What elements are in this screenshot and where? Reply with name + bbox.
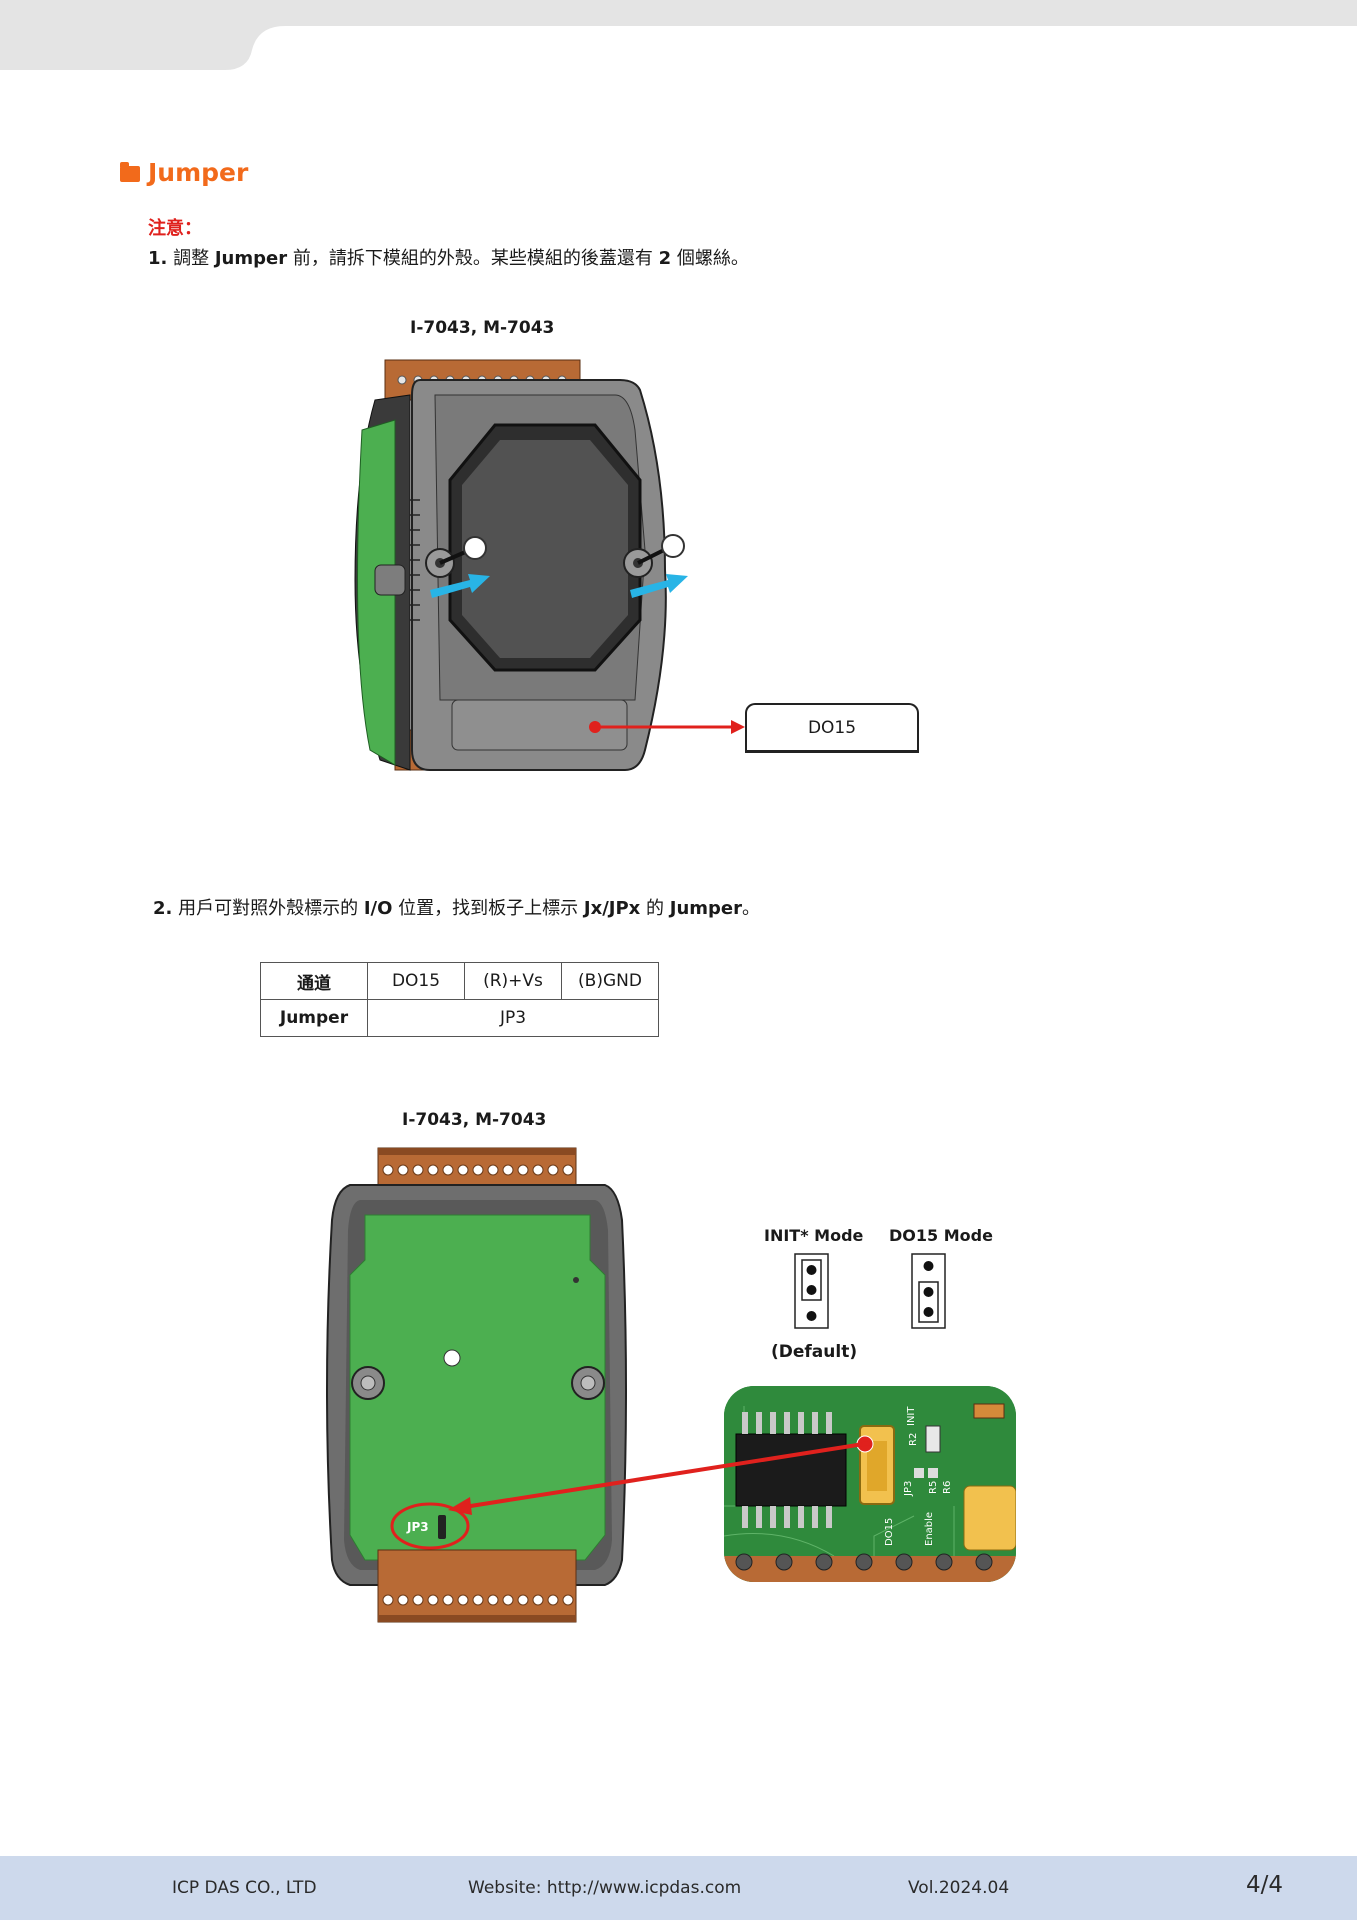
- jumper-mode-diagrams: [794, 1253, 946, 1329]
- step-2-text: 2. 用戶可對照外殼標示的 I/O 位置，找到板子上標示 Jx/JPx 的 Ju…: [153, 898, 760, 919]
- photo-init-label: INIT: [906, 1406, 917, 1426]
- init-mode-label: INIT* Mode: [764, 1226, 864, 1245]
- footer-company: ICP DAS CO., LTD: [172, 1878, 317, 1898]
- do15-callout-arrow: [589, 720, 745, 734]
- figure-2-title: I-7043, M-7043: [402, 1110, 547, 1130]
- pcb-closeup-photo: INIT JP3 R2 R5 R6 DO15 Enable: [724, 1386, 1016, 1582]
- table-cell: JP3: [367, 999, 659, 1037]
- table-row: 通道 DO15 (R)+Vs (B)GND: [260, 962, 659, 1000]
- do15-callout-label: DO15: [745, 703, 919, 753]
- do15-mode-label: DO15 Mode: [889, 1226, 993, 1245]
- module-housing-diagram: [354, 359, 688, 771]
- folder-icon: [120, 162, 140, 182]
- section-title: Jumper: [148, 158, 249, 187]
- page-footer: [0, 1856, 1357, 1920]
- board-jp3-label: JP3: [406, 1520, 429, 1534]
- photo-jp3-label: JP3: [903, 1481, 914, 1497]
- jp3-callout-arrow: [448, 1441, 870, 1515]
- footer-version: Vol.2024.04: [908, 1878, 1010, 1898]
- step-1-text: 1. 調整 Jumper 前，請拆下模組的外殼。某些模組的後蓋還有 2 個螺絲。: [148, 248, 749, 269]
- table-header-cell: 通道: [260, 962, 368, 1000]
- footer-page-number: 4/4: [1246, 1872, 1284, 1898]
- photo-r6-label: R6: [942, 1481, 953, 1494]
- table-header-cell: (R)+Vs: [464, 962, 562, 1000]
- table-header-cell: (B)GND: [561, 962, 659, 1000]
- table-row-label: Jumper: [260, 999, 368, 1037]
- note-label: 注意：: [148, 218, 202, 239]
- photo-r5-label: R5: [928, 1481, 939, 1494]
- photo-do15-label: DO15: [884, 1518, 895, 1546]
- header-band: [0, 0, 1357, 70]
- table-header-cell: DO15: [367, 962, 465, 1000]
- module-pcb-diagram: JP3: [326, 1147, 627, 1623]
- default-label: (Default): [771, 1342, 858, 1362]
- figure-1-title: I-7043, M-7043: [410, 318, 555, 338]
- footer-website: Website: http://www.icpdas.com: [468, 1878, 742, 1898]
- photo-enable-label: Enable: [924, 1512, 935, 1546]
- channel-jumper-table: 通道 DO15 (R)+Vs (B)GND Jumper JP3: [260, 962, 659, 1037]
- photo-r2-label: R2: [908, 1433, 919, 1446]
- table-row: Jumper JP3: [260, 999, 659, 1037]
